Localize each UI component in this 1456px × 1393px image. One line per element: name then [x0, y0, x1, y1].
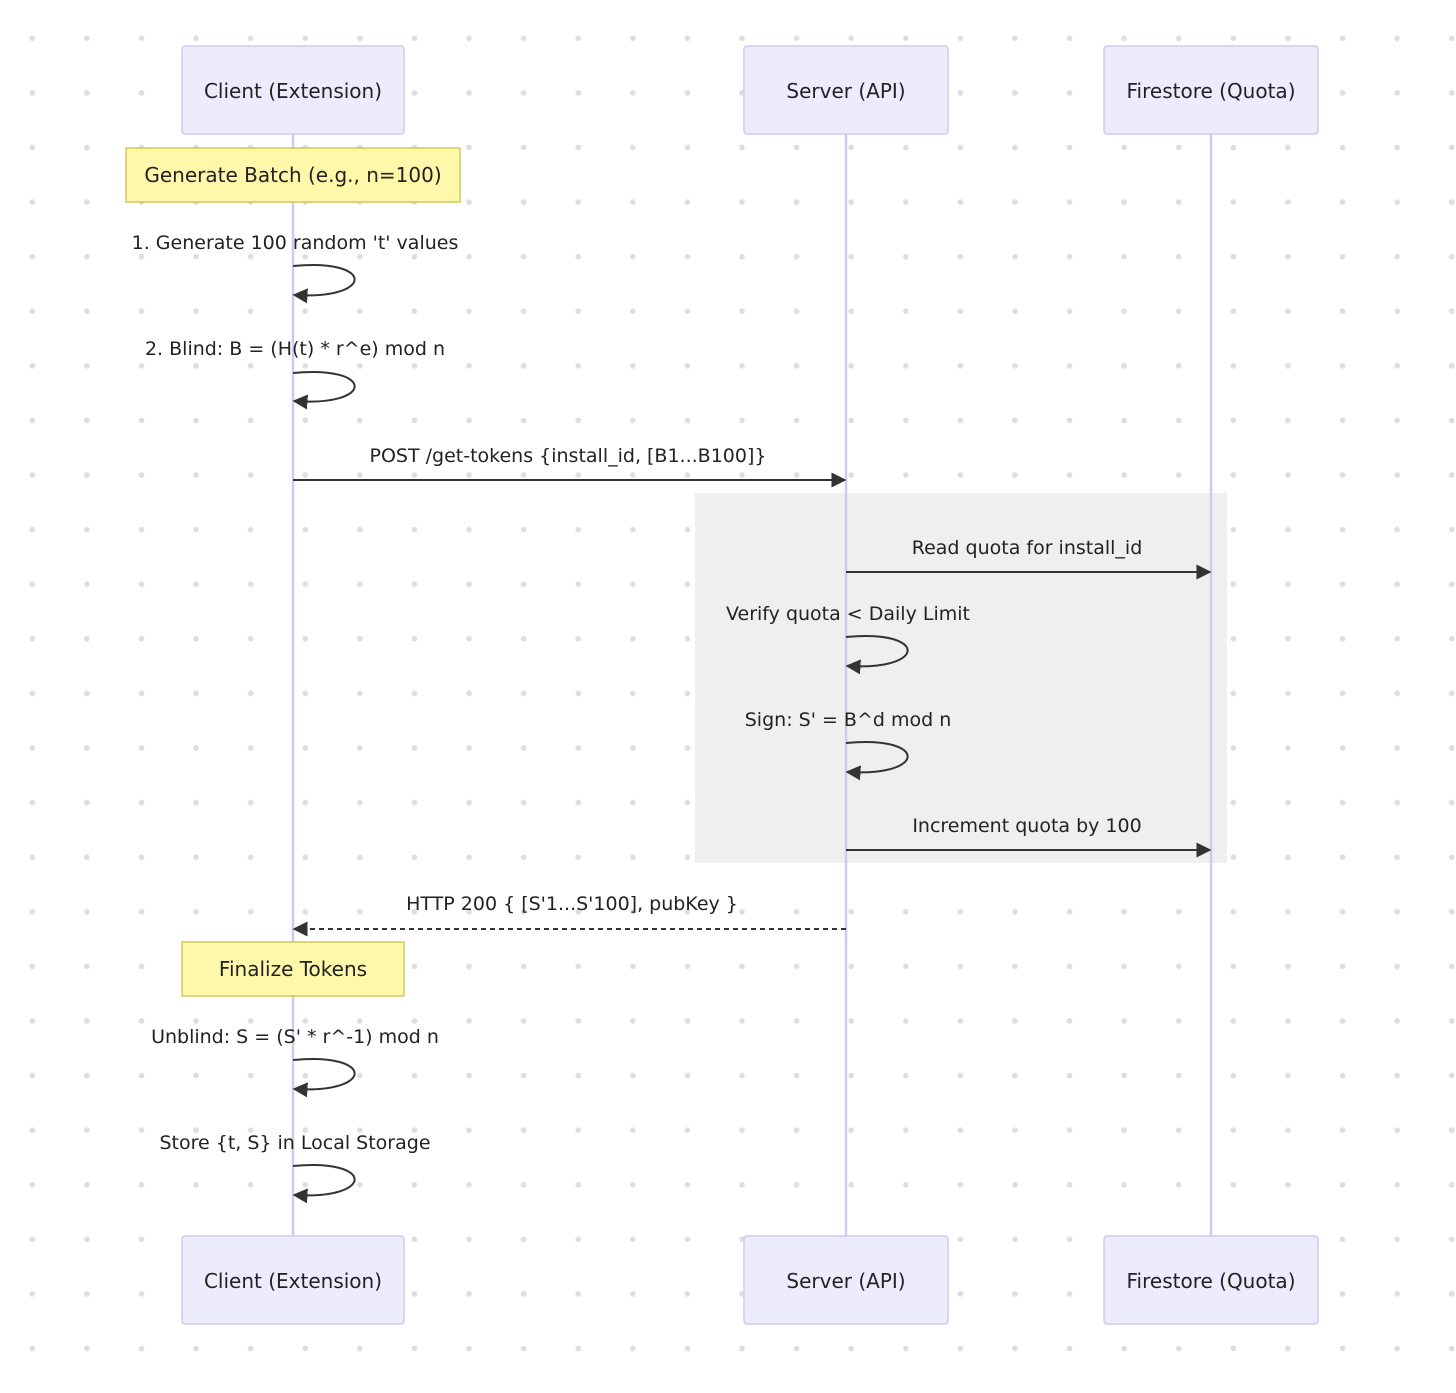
- participant-firestore-top: Firestore (Quota): [1103, 45, 1319, 135]
- message-post-get-tokens-label: POST /get-tokens {install_id, [B1...B100…: [370, 445, 767, 467]
- message-store-loop: [292, 1164, 356, 1204]
- participant-server-top: Server (API): [743, 45, 949, 135]
- message-store-label: Store {t, S} in Local Storage: [159, 1132, 430, 1154]
- message-blind-label: 2. Blind: B = (H(t) * r^e) mod n: [145, 338, 445, 360]
- participant-firestore-bottom-label: Firestore (Quota): [1127, 1269, 1296, 1293]
- message-http-response-label: HTTP 200 { [S'1...S'100], pubKey }: [406, 893, 738, 915]
- message-blind-loop: [292, 371, 356, 410]
- participant-server-label: Server (API): [786, 79, 905, 103]
- message-increment-quota-label: Increment quota by 100: [912, 815, 1141, 837]
- participant-client-label: Client (Extension): [204, 79, 382, 103]
- quota-check-group: [695, 493, 1227, 863]
- participant-firestore-bottom: Firestore (Quota): [1103, 1235, 1319, 1325]
- participant-server-bottom: Server (API): [743, 1235, 949, 1325]
- participant-client-top: Client (Extension): [181, 45, 405, 135]
- note-generate-batch-label: Generate Batch (e.g., n=100): [144, 163, 441, 187]
- participant-client-bottom: Client (Extension): [181, 1235, 405, 1325]
- message-verify-quota-label: Verify quota < Daily Limit: [726, 603, 970, 625]
- participant-firestore-label: Firestore (Quota): [1127, 79, 1296, 103]
- participant-server-bottom-label: Server (API): [786, 1269, 905, 1293]
- message-unblind-label: Unblind: S = (S' * r^-1) mod n: [151, 1026, 439, 1048]
- message-unblind-loop: [292, 1058, 356, 1098]
- message-sign-label: Sign: S' = B^d mod n: [745, 709, 952, 731]
- message-generate-values-label: 1. Generate 100 random 't' values: [132, 232, 459, 254]
- message-verify-quota-loop: [845, 635, 909, 675]
- message-sign-loop: [845, 741, 909, 781]
- note-finalize-tokens: Finalize Tokens: [181, 941, 405, 997]
- participant-client-bottom-label: Client (Extension): [204, 1269, 382, 1293]
- message-read-quota-label: Read quota for install_id: [912, 537, 1143, 559]
- note-finalize-tokens-label: Finalize Tokens: [219, 957, 367, 981]
- message-generate-values-loop: [292, 264, 356, 304]
- note-generate-batch: Generate Batch (e.g., n=100): [125, 147, 461, 203]
